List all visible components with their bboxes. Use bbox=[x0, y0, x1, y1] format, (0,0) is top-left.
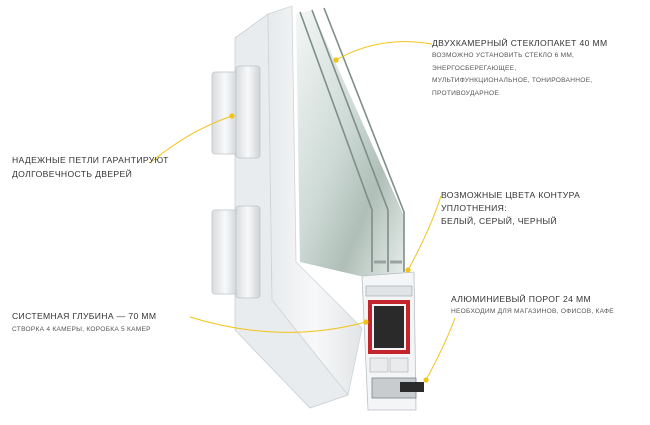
connector-seal bbox=[407, 195, 442, 271]
callout-glass-unit: ДВУХКАМЕРНЫЙ СТЕКЛОПАКЕТ 40 ММ ВОЗМОЖНО … bbox=[432, 37, 647, 100]
callout-seal-line-2: БЕЛЫЙ, СЕРЫЙ, ЧЕРНЫЙ bbox=[441, 216, 557, 226]
callout-sill-title: АЛЮМИНИЕВЫЙ ПОРОГ 24 ММ bbox=[451, 294, 592, 304]
connector-depth bbox=[189, 316, 367, 333]
seal-strip bbox=[365, 285, 413, 297]
callout-depth-desc: СТВОРКА 4 КАМЕРЫ, КОРОБКА 5 КАМЕР bbox=[12, 325, 151, 333]
callout-dot-icon bbox=[229, 113, 235, 119]
callout-dot-icon bbox=[363, 319, 369, 325]
connector-hinges bbox=[149, 115, 233, 164]
hinge-lower-knuckle bbox=[235, 205, 261, 299]
lower-chamber-2 bbox=[389, 357, 409, 373]
callout-depth-title: СИСТЕМНАЯ ГЛУБИНА — 70 ММ bbox=[12, 311, 157, 321]
reinforcement-red bbox=[368, 300, 410, 354]
callout-aluminium-sill: АЛЮМИНИЕВЫЙ ПОРОГ 24 ММ НЕОБХОДИМ ДЛЯ МА… bbox=[451, 293, 641, 319]
hinge-upper bbox=[211, 71, 239, 155]
connector-glass bbox=[335, 41, 433, 61]
hinge-upper-knuckle bbox=[235, 65, 261, 159]
callout-dot-icon bbox=[333, 57, 339, 63]
reinforcement-core bbox=[374, 306, 404, 348]
connector-sill bbox=[425, 317, 456, 381]
callout-sill-desc: НЕОБХОДИМ ДЛЯ МАГАЗИНОВ, ОФИСОВ, КАФЕ bbox=[451, 308, 614, 315]
hinge-lower bbox=[211, 209, 239, 295]
callout-glass-title: ДВУХКАМЕРНЫЙ СТЕКЛОПАКЕТ 40 ММ bbox=[432, 38, 608, 48]
callout-glass-desc-1: ВОЗМОЖНО УСТАНОВИТЬ СТЕКЛО 6 ММ, ЭНЕРГОС… bbox=[432, 52, 575, 72]
callout-seal-line-1: ВОЗМОЖНЫЕ ЦВЕТА КОНТУРА УПЛОТНЕНИЯ: bbox=[441, 190, 581, 213]
callout-seal-colors: ВОЗМОЖНЫЕ ЦВЕТА КОНТУРА УПЛОТНЕНИЯ: БЕЛЫ… bbox=[441, 189, 646, 228]
callout-hinges-line-2: ДОЛГОВЕЧНОСТЬ ДВЕРЕЙ bbox=[12, 168, 133, 179]
callout-hinges: НАДЕЖНЫЕ ПЕТЛИ ГАРАНТИРУЮТ ДОЛГОВЕЧНОСТЬ… bbox=[12, 154, 172, 181]
glass-pane-2 bbox=[311, 9, 389, 272]
glass-pane-3 bbox=[323, 7, 405, 272]
callout-dot-icon bbox=[405, 267, 411, 273]
sill-black-insert bbox=[400, 382, 424, 392]
callout-dot-icon bbox=[423, 377, 429, 383]
lower-chamber-1 bbox=[369, 357, 389, 373]
callout-system-depth: СИСТЕМНАЯ ГЛУБИНА — 70 ММ СТВОРКА 4 КАМЕ… bbox=[12, 310, 192, 336]
frame-face bbox=[267, 5, 363, 396]
callout-hinges-line-1: НАДЕЖНЫЕ ПЕТЛИ ГАРАНТИРУЮТ bbox=[12, 155, 169, 165]
glass-pane-1 bbox=[299, 11, 373, 272]
callout-glass-desc-2: МУЛЬТИФУНКЦИОНАЛЬНОЕ, ТОНИРОВАННОЕ, ПРОТ… bbox=[432, 77, 593, 97]
